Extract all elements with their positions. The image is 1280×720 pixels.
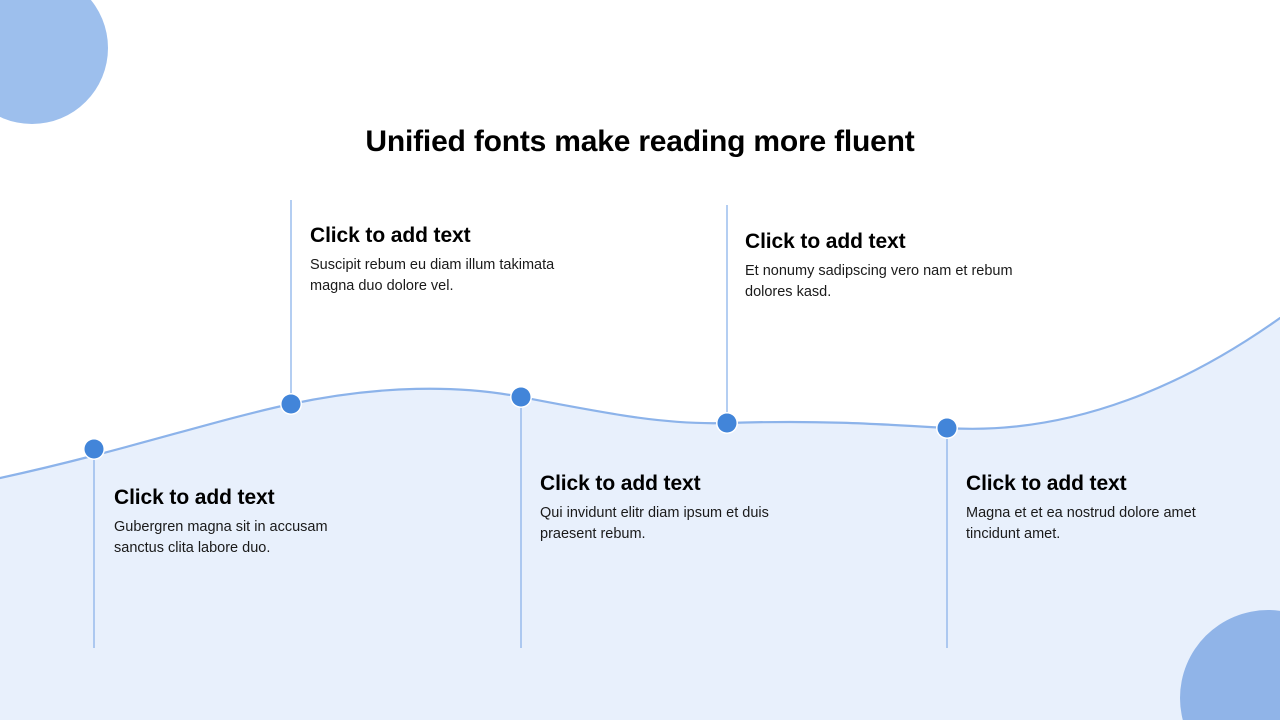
- timeline-text-block-3[interactable]: Click to add text Gubergren magna sit in…: [114, 486, 344, 559]
- timeline-text-block-4[interactable]: Click to add text Qui invidunt elitr dia…: [540, 472, 770, 545]
- timeline-marker-dot-4[interactable]: [717, 413, 737, 433]
- page-title: Unified fonts make reading more fluent: [365, 125, 915, 158]
- timeline-text-block-2[interactable]: Click to add text Et nonumy sadipscing v…: [745, 230, 1035, 303]
- block-1-body[interactable]: Suscipit rebum eu diam illum takimata ma…: [310, 257, 555, 295]
- block-2-heading[interactable]: Click to add text: [745, 230, 906, 253]
- block-5-heading[interactable]: Click to add text: [966, 472, 1127, 495]
- timeline-marker-dot-5[interactable]: [937, 418, 957, 438]
- block-4-heading[interactable]: Click to add text: [540, 472, 701, 495]
- wave-fill-shape: [0, 318, 1280, 720]
- wave-line-shape: [0, 316, 1280, 480]
- timeline-marker-dot-1[interactable]: [84, 439, 104, 459]
- timeline-marker-dots-group: [83, 386, 958, 460]
- block-2-body[interactable]: Et nonumy sadipscing vero nam et rebum d…: [745, 263, 1013, 301]
- block-3-body[interactable]: Gubergren magna sit in accusam sanctus c…: [114, 519, 328, 557]
- timeline-text-block-1[interactable]: Click to add text Suscipit rebum eu diam…: [310, 224, 600, 297]
- timeline-marker-dot-2[interactable]: [281, 394, 301, 414]
- timeline-text-block-5[interactable]: Click to add text Magna et et ea nostrud…: [966, 472, 1206, 545]
- block-5-body[interactable]: Magna et et ea nostrud dolore amet tinci…: [966, 505, 1196, 543]
- block-3-heading[interactable]: Click to add text: [114, 486, 275, 509]
- timeline-marker-dot-3[interactable]: [511, 387, 531, 407]
- block-4-body[interactable]: Qui invidunt elitr diam ipsum et duis pr…: [540, 505, 769, 543]
- block-1-heading[interactable]: Click to add text: [310, 224, 471, 247]
- connector-lines-group: [93, 200, 948, 648]
